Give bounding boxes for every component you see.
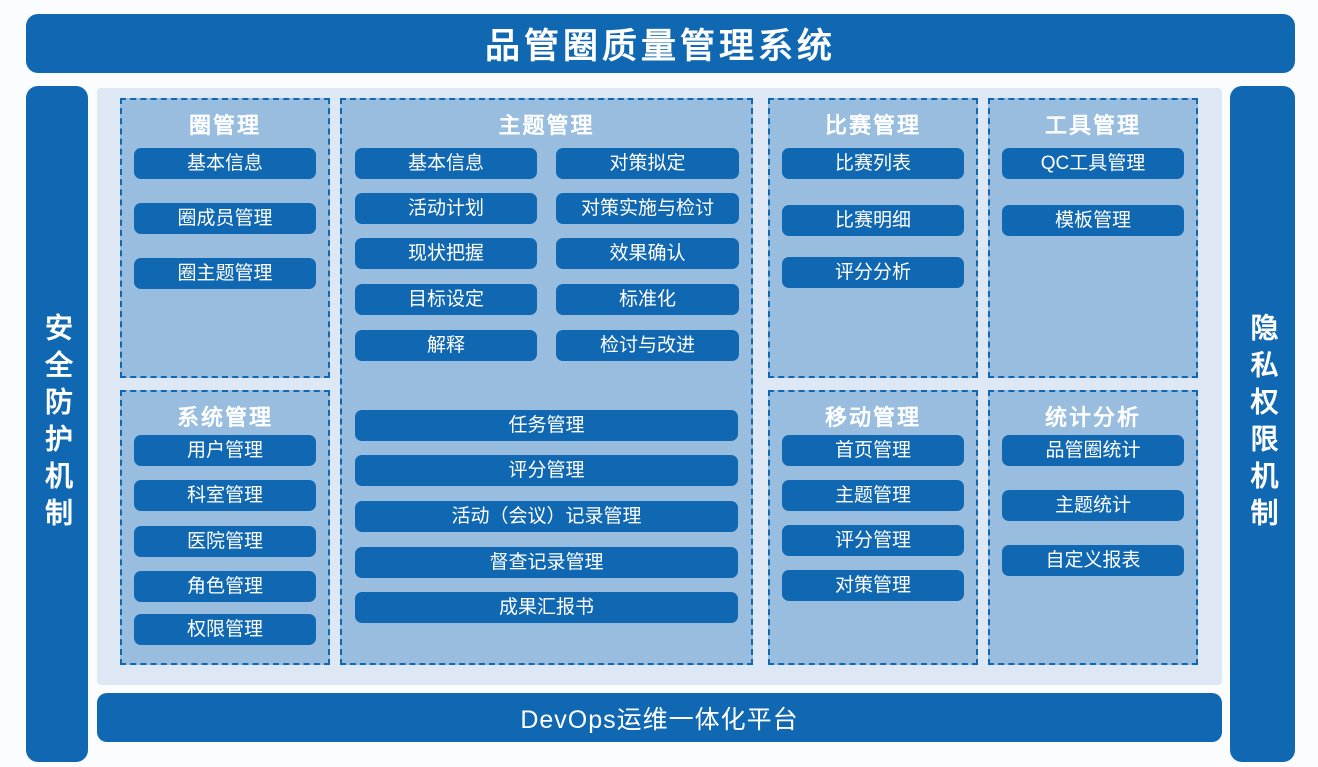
panel-title: 系统管理	[176, 405, 273, 430]
module-button: 任务管理	[355, 410, 738, 441]
panel-tool-management: 工具管理 QC工具管理 模板管理	[988, 98, 1198, 378]
module-button: 标准化	[556, 284, 739, 315]
module-button: 活动（会议）记录管理	[355, 501, 738, 532]
module-button: 解释	[355, 330, 537, 361]
module-button: 基本信息	[355, 148, 537, 179]
privacy-mechanism-bar: 隐私权限机制	[1230, 86, 1295, 762]
module-button: 用户管理	[134, 435, 316, 466]
module-button: 目标设定	[355, 284, 537, 315]
module-button: 活动计划	[355, 193, 537, 224]
module-button: 比赛明细	[782, 205, 964, 236]
module-button: 圈主题管理	[134, 258, 316, 289]
module-button: 督查记录管理	[355, 547, 738, 578]
module-button: 对策拟定	[556, 148, 739, 179]
panel-system-management: 系统管理 用户管理 科室管理 医院管理 角色管理 权限管理	[120, 390, 330, 665]
module-button: 模板管理	[1002, 205, 1184, 236]
module-button: 评分管理	[355, 455, 738, 486]
module-button: QC工具管理	[1002, 148, 1184, 179]
module-button: 主题统计	[1002, 490, 1184, 521]
panel-statistics-analysis: 统计分析 品管圈统计 主题统计 自定义报表	[988, 390, 1198, 665]
panel-competition-management: 比赛管理 比赛列表 比赛明细 评分分析	[768, 98, 978, 378]
privacy-mechanism-label: 隐私权限机制	[1247, 313, 1279, 535]
module-button: 检讨与改进	[556, 330, 739, 361]
module-button: 评分分析	[782, 257, 964, 288]
panel-title: 工具管理	[1044, 113, 1141, 138]
module-button: 对策实施与检讨	[556, 193, 739, 224]
panel-title: 主题管理	[498, 113, 595, 138]
panel-title: 比赛管理	[824, 113, 921, 138]
panel-title: 移动管理	[824, 405, 921, 430]
module-button: 效果确认	[556, 238, 739, 269]
module-button: 圈成员管理	[134, 203, 316, 234]
module-button: 基本信息	[134, 148, 316, 179]
header-banner: 品管圈质量管理系统	[26, 14, 1295, 73]
panel-title: 统计分析	[1044, 405, 1141, 430]
panel-title: 圈管理	[188, 113, 261, 138]
panel-mobile-management: 移动管理 首页管理 主题管理 评分管理 对策管理	[768, 390, 978, 665]
module-button: 医院管理	[134, 526, 316, 557]
panel-circle-management: 圈管理 基本信息 圈成员管理 圈主题管理	[120, 98, 330, 378]
module-button: 比赛列表	[782, 148, 964, 179]
module-button: 评分管理	[782, 525, 964, 556]
security-mechanism-bar: 安全防护机制	[26, 86, 88, 762]
panel-theme-management: 主题管理 基本信息 活动计划 现状把握 目标设定 解释 对策拟定 对策实施与检讨…	[340, 98, 753, 665]
module-button: 科室管理	[134, 480, 316, 511]
module-button: 权限管理	[134, 614, 316, 645]
module-button: 角色管理	[134, 571, 316, 602]
module-button: 主题管理	[782, 480, 964, 511]
page-title: 品管圈质量管理系统	[484, 27, 836, 66]
module-button: 首页管理	[782, 435, 964, 466]
module-button: 自定义报表	[1002, 545, 1184, 576]
module-button: 品管圈统计	[1002, 435, 1184, 466]
module-button: 现状把握	[355, 238, 537, 269]
security-mechanism-label: 安全防护机制	[42, 313, 73, 535]
devops-platform-bar: DevOps运维一体化平台	[97, 693, 1222, 742]
module-button: 成果汇报书	[355, 592, 738, 623]
modules-canvas: 圈管理 基本信息 圈成员管理 圈主题管理 主题管理 基本信息 活动计划 现状把握…	[97, 88, 1222, 685]
devops-platform-label: DevOps运维一体化平台	[520, 705, 799, 734]
module-button: 对策管理	[782, 570, 964, 601]
